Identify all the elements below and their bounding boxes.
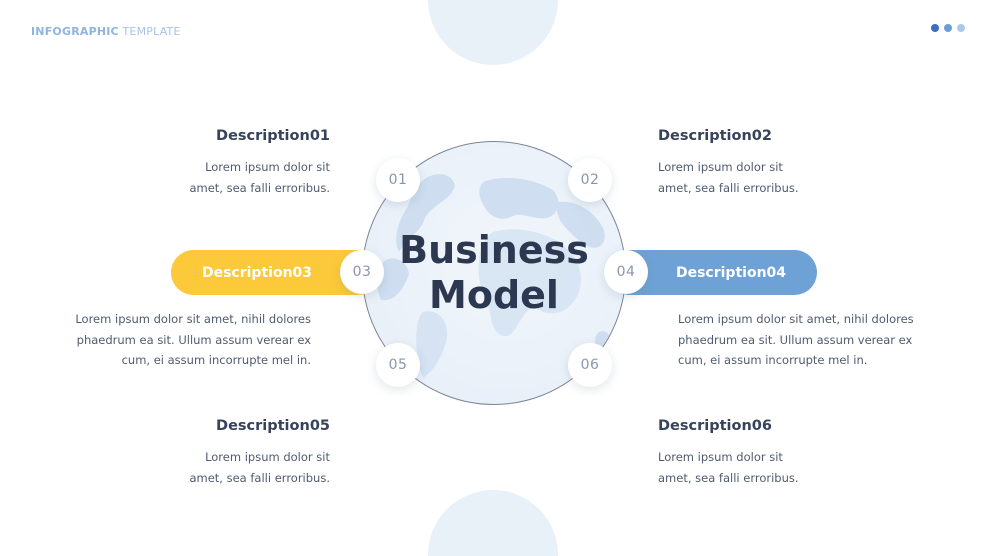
description03-line: phaedrum ea sit. Ullum assum verear ex: [76, 332, 311, 347]
description02-line: Lorem ipsum dolor sit: [658, 160, 783, 174]
header-title: INFOGRAPHIC TEMPLATE: [31, 25, 181, 38]
description03-pill-label: Description03: [201, 264, 313, 281]
decorative-circle-top: [428, 0, 558, 65]
description03-body: Lorem ipsum dolor sit amet, nihil dolore…: [40, 309, 311, 371]
decorative-circle-bottom: [428, 490, 558, 556]
description06-body: Lorem ipsum dolor sit amet, sea falli er…: [658, 447, 858, 488]
center-title-line1: Business: [399, 228, 589, 272]
description06-title: Description06: [658, 418, 772, 434]
pagination-dot-3[interactable]: [957, 24, 965, 32]
description06-line: amet, sea falli erroribus.: [658, 470, 799, 485]
description02-title: Description02: [658, 128, 772, 144]
center-title: Business Model: [394, 228, 594, 318]
pagination-dots: [931, 24, 965, 32]
center-title-line2: Model: [429, 273, 559, 317]
description01-line: Lorem ipsum dolor sit: [205, 160, 330, 174]
description03-line: cum, ei assum incorrupte mel in.: [121, 353, 311, 367]
description06-line: Lorem ipsum dolor sit: [658, 450, 783, 464]
description01-title: Description01: [216, 128, 330, 144]
number-badge-05: 05: [376, 343, 420, 387]
description03-line: Lorem ipsum dolor sit amet, nihil dolore…: [75, 312, 311, 326]
description02-body: Lorem ipsum dolor sit amet, sea falli er…: [658, 157, 858, 198]
description04-line: phaedrum ea sit. Ullum assum verear ex: [678, 332, 913, 347]
number-badge-04: 04: [604, 250, 648, 294]
description04-pill-label: Description04: [675, 264, 787, 281]
description05-body: Lorem ipsum dolor sit amet, sea falli er…: [130, 447, 330, 488]
description01-line: amet, sea falli erroribus.: [189, 180, 330, 195]
description05-line: Lorem ipsum dolor sit: [205, 450, 330, 464]
description05-title: Description05: [216, 418, 330, 434]
number-badge-03: 03: [340, 250, 384, 294]
header-title-strong: INFOGRAPHIC: [31, 25, 119, 38]
description01-body: Lorem ipsum dolor sit amet, sea falli er…: [130, 157, 330, 198]
description02-line: amet, sea falli erroribus.: [658, 180, 799, 195]
description05-line: amet, sea falli erroribus.: [189, 470, 330, 485]
number-badge-02: 02: [568, 158, 612, 202]
header-title-light: TEMPLATE: [122, 25, 181, 38]
pagination-dot-2[interactable]: [944, 24, 952, 32]
number-badge-06: 06: [568, 343, 612, 387]
number-badge-01: 01: [376, 158, 420, 202]
description04-body: Lorem ipsum dolor sit amet, nihil dolore…: [678, 309, 958, 371]
description04-line: cum, ei assum incorrupte mel in.: [678, 353, 868, 367]
pagination-dot-1[interactable]: [931, 24, 939, 32]
description04-line: Lorem ipsum dolor sit amet, nihil dolore…: [678, 312, 914, 326]
